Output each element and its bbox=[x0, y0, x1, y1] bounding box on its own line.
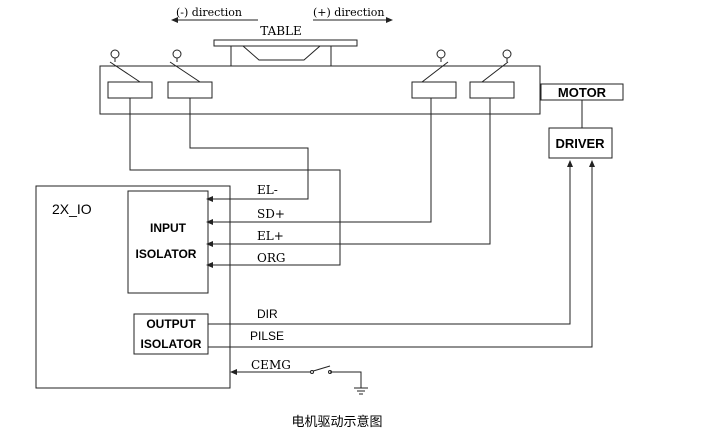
el-plus-wire bbox=[206, 98, 491, 247]
table-label: TABLE bbox=[260, 24, 302, 38]
pos-direction-arrow-head bbox=[386, 17, 393, 23]
sensor-right-2 bbox=[469, 49, 515, 99]
motor-label: MOTOR bbox=[558, 85, 607, 100]
diagram-caption: 电机驱动示意图 bbox=[291, 414, 382, 429]
pos-direction-label: (+) direction bbox=[313, 6, 384, 19]
dir-label: DIR bbox=[257, 307, 278, 321]
pilse-wire bbox=[208, 160, 595, 348]
output-isolator-box bbox=[133, 313, 209, 355]
table-carriage-inner bbox=[242, 45, 321, 61]
cemg-wire bbox=[230, 365, 362, 388]
sd-plus-label: SD+ bbox=[257, 207, 285, 221]
sd-plus-wire bbox=[206, 98, 432, 225]
driver-box bbox=[548, 127, 613, 159]
org-wire bbox=[129, 98, 341, 268]
output-isolator-label-1: OUTPUT bbox=[146, 317, 196, 331]
pilse-label: PILSE bbox=[250, 329, 284, 343]
input-isolator-label-2: ISOLATOR bbox=[136, 247, 197, 261]
ground-icon bbox=[354, 387, 368, 395]
io-board-label: 2X_IO bbox=[52, 201, 92, 217]
output-isolator-label-2: ISOLATOR bbox=[141, 337, 202, 351]
el-minus-wire bbox=[189, 98, 309, 202]
neg-direction-label: (-) direction bbox=[176, 6, 242, 19]
org-label: ORG bbox=[257, 251, 285, 265]
input-isolator-label-1: INPUT bbox=[150, 221, 187, 235]
driver-label: DRIVER bbox=[555, 136, 605, 151]
table-top bbox=[213, 39, 358, 47]
input-isolator-box bbox=[127, 190, 209, 294]
sensor-right-1 bbox=[411, 49, 457, 99]
dir-wire bbox=[208, 160, 573, 325]
el-minus-label: EL- bbox=[257, 183, 278, 197]
neg-direction-arrow-head bbox=[171, 17, 178, 23]
cemg-label: CEMG bbox=[251, 358, 291, 372]
el-plus-label: EL+ bbox=[257, 229, 284, 243]
